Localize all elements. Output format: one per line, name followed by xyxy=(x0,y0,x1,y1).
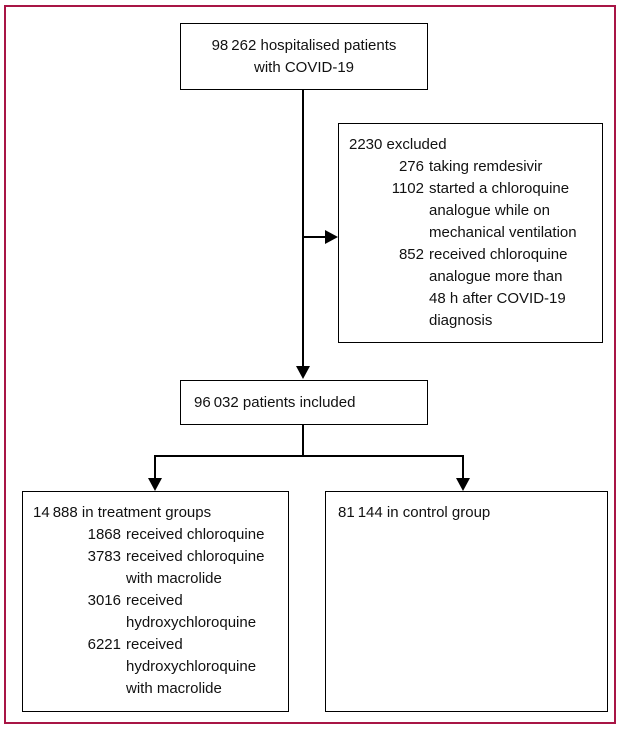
item-text: received chloroquine analogue more than … xyxy=(429,246,568,329)
arrowhead-right-excluded-icon xyxy=(325,230,338,244)
item-count: 852 xyxy=(398,246,424,263)
item-count: 1868 xyxy=(87,526,121,543)
treatment-item: 3783 received chloroquine with macrolide xyxy=(33,546,282,590)
connector-included-to-split xyxy=(302,424,304,457)
connector-split-to-control xyxy=(462,455,464,480)
excluded-item: 1102 started a chloroquine analogue whil… xyxy=(349,178,594,244)
patients-included-text: 96 032 patients included xyxy=(194,393,356,411)
box-control-group: 81 144 in control group xyxy=(325,491,608,712)
control-group-text: 81 144 in control group xyxy=(338,504,491,521)
item-text: received hydroxychloroquine xyxy=(126,592,257,631)
excluded-item: 852 received chloroquine analogue more t… xyxy=(349,244,594,332)
item-count: 3016 xyxy=(87,592,121,609)
item-text: received chloroquine with macrolide xyxy=(126,548,265,587)
excluded-title: 2230 excluded xyxy=(349,136,447,153)
item-count: 3783 xyxy=(87,548,121,565)
item-text: received hydroxychloroquine with macroli… xyxy=(126,636,257,697)
item-text: started a chloroquine analogue while on … xyxy=(429,180,577,241)
connector-top-to-included xyxy=(302,90,304,367)
box-hospitalised-patients: 98 262 hospitalised patients with COVID-… xyxy=(180,23,428,90)
item-count: 6221 xyxy=(87,636,121,653)
box-patients-included: 96 032 patients included xyxy=(180,380,428,425)
arrowhead-down-treatment-icon xyxy=(148,478,162,491)
item-text: taking remdesivir xyxy=(429,158,543,175)
treatment-item: 6221 received hydroxychloroquine with ma… xyxy=(33,634,282,700)
item-count: 1102 xyxy=(391,180,424,197)
box-excluded: 2230 excluded 276 taking remdesivir 1102… xyxy=(338,123,603,343)
figure-border xyxy=(4,5,616,724)
arrowhead-down-included-icon xyxy=(296,366,310,379)
treatment-item: 1868 received chloroquine xyxy=(33,524,282,546)
treatment-item: 3016 received hydroxychloroquine xyxy=(33,590,282,634)
connector-split-to-treatment xyxy=(154,455,156,480)
item-count: 276 xyxy=(398,158,424,175)
hospitalised-patients-text: 98 262 hospitalised patients with COVID-… xyxy=(211,36,397,76)
arrowhead-down-control-icon xyxy=(456,478,470,491)
excluded-item: 276 taking remdesivir xyxy=(349,156,594,178)
item-text: received chloroquine xyxy=(126,526,265,543)
treatment-groups-title: 14 888 in treatment groups xyxy=(33,504,212,521)
connector-split-horizontal xyxy=(154,455,464,457)
connector-to-excluded xyxy=(303,236,327,238)
box-treatment-groups: 14 888 in treatment groups 1868 received… xyxy=(22,491,289,712)
